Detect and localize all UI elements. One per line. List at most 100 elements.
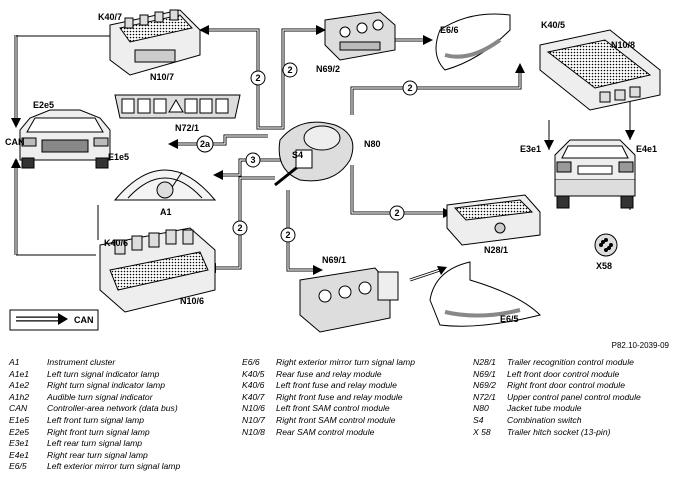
legend-code: CAN	[9, 403, 28, 414]
can-key	[9, 309, 99, 331]
legend-row: S4 Combination switch	[473, 415, 678, 427]
label-e2e5: E2e5	[33, 100, 55, 110]
legend-row: E6/6 Right exterior mirror turn signal la…	[242, 357, 457, 369]
label-n10-6: N10/6	[180, 296, 205, 306]
svg-text:2: 2	[407, 83, 412, 93]
legend-code: N10/8	[242, 426, 265, 437]
legend-description: Left front fuse and relay module	[276, 380, 397, 391]
legend-row: E6/5 Left exterior mirror turn signal lam…	[9, 461, 224, 473]
legend-row: N69/1 Left front door control module	[473, 369, 678, 381]
left-front-fuse-relay-module-image	[99, 227, 216, 313]
legend-description: Left front door control module	[507, 368, 620, 379]
upper-control-panel-image	[114, 94, 241, 119]
circle-number: 2	[282, 62, 298, 78]
legend-description: Audible turn signal indicator	[47, 391, 153, 402]
legend-row: A1h2 Audible turn signal indicator	[9, 392, 224, 404]
circle-number: 2	[280, 227, 296, 243]
legend-row: N28/1 Trailer recognition control module	[473, 357, 678, 369]
legend-code: X 58	[473, 426, 491, 437]
trailer-hitch-socket-image	[594, 233, 618, 257]
label-e1e5: E1e5	[108, 152, 130, 162]
door-control-module-n69-1-image	[299, 267, 399, 333]
legend-description: Left exterior mirror turn signal lamp	[47, 461, 181, 472]
instrument-cluster-image	[113, 169, 217, 201]
trailer-recognition-module-image	[446, 194, 541, 246]
legend-code: E4e1	[9, 449, 30, 460]
jacket-tube-module-image	[274, 121, 354, 187]
circle-number: 2a	[196, 135, 214, 153]
legend-description: Right exterior mirror turn signal lamp	[276, 357, 415, 367]
legend-code: K40/6	[242, 380, 265, 391]
legend-description: Right front SAM control module	[276, 414, 396, 425]
legend-description: Combination switch	[507, 414, 582, 425]
legend-description: Right rear turn signal lamp	[47, 449, 148, 460]
legend-description: Left rear turn signal lamp	[47, 438, 143, 449]
legend-row: X 58 Trailer hitch socket (13-pin)	[473, 427, 678, 439]
circle-number: 2	[232, 220, 248, 236]
svg-text:2: 2	[255, 73, 260, 83]
circle-number: 2	[402, 80, 418, 96]
svg-text:2: 2	[394, 208, 399, 218]
legend-description: Left turn signal indicator lamp	[47, 368, 160, 379]
legend-code: A1h2	[9, 391, 30, 402]
svg-text:2: 2	[287, 65, 292, 75]
legend-code: E6/5	[9, 461, 27, 472]
legend-code: E1e5	[9, 414, 30, 425]
legend-code: A1e2	[9, 380, 30, 391]
label-n69-1: N69/1	[322, 255, 347, 265]
car-rear-view-image	[554, 139, 636, 209]
circle-number: 2	[389, 205, 405, 221]
legend-row: N80 Jacket tube module	[473, 403, 678, 415]
legend-row: E3e1 Left rear turn signal lamp	[9, 438, 224, 450]
label-can-key: CAN	[74, 315, 94, 325]
label-can-side: CAN	[5, 137, 25, 147]
svg-text:2a: 2a	[200, 139, 211, 149]
legend-code: E3e1	[9, 438, 30, 449]
legend-description: Left front SAM control module	[276, 403, 390, 414]
legend-code: N69/1	[473, 368, 496, 379]
legend-code: N69/2	[473, 380, 496, 391]
fuse-relay-module-k40-7-image	[109, 9, 201, 76]
svg-text:3: 3	[250, 155, 255, 165]
label-k40-5: K40/5	[541, 20, 566, 30]
legend-description: Right turn signal indicator lamp	[47, 380, 165, 391]
label-n10-8: N10/8	[611, 40, 636, 50]
legend-code: E6/6	[242, 357, 260, 367]
legend-description: Trailer recognition control module	[507, 357, 634, 367]
legend-description: Right front turn signal lamp	[47, 426, 150, 437]
label-e3e1: E3e1	[520, 144, 542, 154]
can-bus-lines	[14, 28, 631, 282]
door-control-module-n69-2-image	[324, 11, 396, 61]
legend-code: N28/1	[473, 357, 496, 367]
legend-row: N72/1 Upper control panel control module	[473, 392, 678, 404]
legend-code: A1e1	[9, 368, 30, 379]
wiring-diagram: 2 2 2 2a 3 2 2 2 1	[9, 9, 661, 333]
left-mirror-image	[429, 261, 541, 327]
label-k40-6: K40/6	[104, 238, 129, 248]
legend-row: A1e2 Right turn signal indicator lamp	[9, 380, 224, 392]
legend-description: Instrument cluster	[47, 357, 116, 367]
legend-row: A1e1 Left turn signal indicator lamp	[9, 369, 224, 381]
legend-description: Jacket tube module	[507, 403, 582, 414]
right-mirror-image	[435, 13, 511, 71]
legend-code: N10/6	[242, 403, 265, 414]
legend-description: Upper control panel control module	[507, 391, 641, 402]
label-k40-7: K40/7	[98, 12, 123, 22]
legend-code: K40/7	[242, 391, 265, 402]
legend-code: N72/1	[473, 391, 496, 402]
legend-code: S4	[473, 414, 484, 425]
legend-code: A1	[9, 357, 20, 367]
label-n10-7: N10/7	[150, 72, 175, 82]
legend-description: Trailer hitch socket (13-pin)	[507, 426, 611, 437]
legend-code: K40/5	[242, 368, 265, 379]
legend-code: N80	[473, 403, 489, 414]
legend-row: N10/6 Left front SAM control module	[242, 403, 457, 415]
legend-row: E4e1 Right rear turn signal lamp	[9, 450, 224, 462]
legend-row: A1 Instrument cluster	[9, 357, 224, 369]
legend-description: Controller-area network (data bus)	[47, 403, 178, 414]
